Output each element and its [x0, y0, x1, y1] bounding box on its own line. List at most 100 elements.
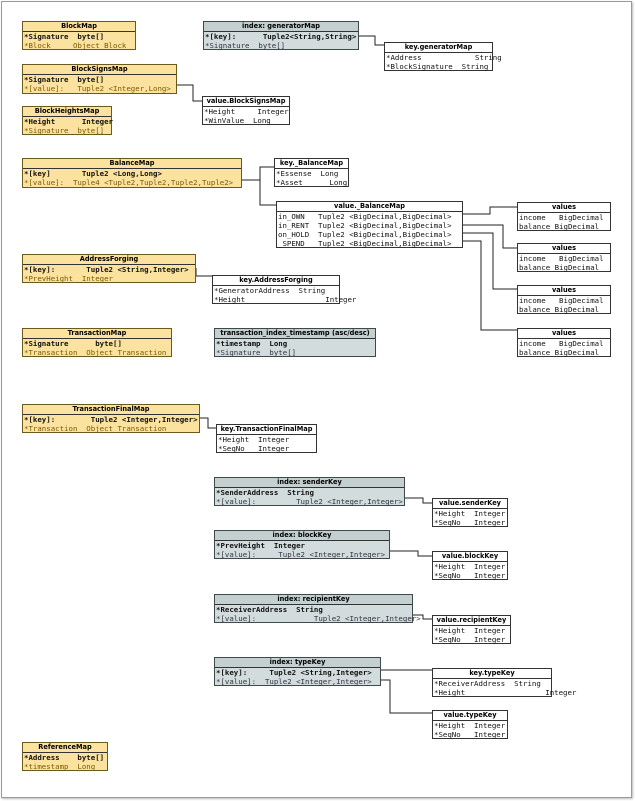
table-field: *Block Object Block: [24, 41, 127, 50]
transaction-index-timestamp-table: transaction_index_timestamp (asc/desc)*t…: [214, 328, 376, 357]
table-field: balance BigDecimal: [519, 348, 600, 357]
block-map-table: BlockMap*Signature byte[]*Block Object B…: [22, 21, 136, 50]
table-title: TransactionFinalMap: [23, 405, 199, 415]
table-field: *Height Integer: [204, 107, 289, 116]
table-field: *[value]: Tuple2 <Integer,Integer>: [216, 550, 386, 559]
key-address-forging-table: key.AddressForging*GeneratorAddress Stri…: [212, 275, 356, 304]
table-field: *timestamp Long: [24, 762, 96, 771]
index-type-key-table: index: typeKey*[key]: Tuple2 <String,Int…: [214, 657, 381, 686]
connector-balance-key: [242, 166, 274, 181]
table-field: *[key]: Tuple2 <String,Integer>: [24, 265, 189, 274]
table-field: *Signature byte[]: [205, 41, 286, 50]
key-type-key-table: key.typeKey*ReceiverAddress String*Heigh…: [432, 668, 577, 697]
table-field: *PrevHeight Integer: [24, 274, 113, 283]
table-title: value.senderKey: [433, 499, 507, 509]
table-title: index: recipientKey: [215, 595, 412, 605]
table-title: key.TransactionFinalMap: [217, 425, 316, 435]
table-title: index: generatorMap: [204, 22, 358, 32]
connector-blockkey: [390, 550, 432, 557]
table-title: values: [518, 244, 610, 254]
table-field: *Address String: [386, 53, 502, 62]
table-field: *[value]: Tuple2 <Integer,Integer>: [216, 677, 372, 686]
table-title: transaction_index_timestamp (asc/desc): [215, 329, 375, 339]
table-title: values: [518, 203, 610, 213]
table-field: *Height Integer: [434, 626, 506, 635]
index-sender-key-table: index: senderKey*SenderAddress String*[v…: [214, 477, 405, 506]
table-field: *Signature byte[]: [24, 126, 105, 135]
table-title: BlockSignsMap: [23, 65, 176, 75]
table-field: balance BigDecimal: [519, 305, 600, 314]
table-title: key.generatorMap: [385, 43, 492, 53]
value-block-key-table: value.blockKey*Height Integer*SeqNo Inte…: [432, 551, 508, 580]
connector-generator: [359, 35, 384, 46]
table-field: *Asset Long: [276, 178, 348, 187]
table-field: *[key]: Tuple2 <String,Integer>: [216, 668, 372, 677]
table-field: *Address byte[]: [24, 753, 105, 762]
table-field: *[value]: Tuple4 <Tuple2,Tuple2,Tuple2,T…: [24, 178, 234, 187]
table-field: *[value]: Tuple2 <Integer,Long>: [24, 84, 171, 93]
table-field: balance BigDecimal: [519, 222, 600, 231]
table-title: values: [518, 329, 610, 339]
table-field: *Height Integer: [24, 117, 113, 126]
table-field: *Height Integer: [434, 721, 506, 730]
table-field: *SeqNo Integer: [434, 635, 506, 644]
value-sender-key-table: value.senderKey*Height Integer*SeqNo Int…: [432, 498, 508, 527]
table-field: *ReceiverAddress String: [216, 605, 323, 614]
table-field: *Signature byte[]: [216, 348, 297, 357]
value-block-signs-map-table: value.BlockSignsMap*Height Integer*WinVa…: [202, 96, 290, 125]
table-field: _SPEND Tuple2 <BigDecimal,BigDecimal>: [278, 239, 452, 248]
table-field: *Signature byte[]: [24, 75, 105, 84]
block-signs-map-table: BlockSignsMap*Signature byte[]*[value]: …: [22, 64, 177, 94]
table-title: TransactionMap: [23, 329, 171, 339]
table-field: *Height Integer: [434, 509, 506, 518]
table-title: index: senderKey: [215, 478, 404, 488]
table-field: *[value]: Tuple2 <Integer,Integer>: [216, 497, 403, 506]
connector-finalmap: [200, 417, 216, 429]
table-title: key.AddressForging: [213, 276, 339, 286]
connector-balance-value: [259, 180, 276, 206]
table-field: income BigDecimal: [519, 254, 604, 263]
connector-recipientkey: [413, 614, 432, 620]
table-field: *SeqNo Integer: [434, 518, 506, 527]
table-field: *Height Integer: [434, 688, 577, 697]
index-block-key-table: index: blockKey*PrevHeight Integer*[valu…: [214, 530, 390, 559]
connector-values-1: [463, 206, 517, 215]
table-field: *Transaction Object Transaction: [24, 348, 167, 357]
table-field: income BigDecimal: [519, 339, 604, 348]
key-balance-map-table: key._BalanceMap*Essense Long*Asset Long: [274, 158, 349, 187]
connector-senderkey: [405, 497, 432, 504]
table-title: values: [518, 286, 610, 296]
reference-map-table: ReferenceMap*Address byte[]*timestamp Lo…: [22, 742, 108, 771]
table-field: *SeqNo Integer: [434, 571, 506, 580]
address-forging-table: AddressForging*[key]: Tuple2 <String,Int…: [22, 254, 196, 283]
table-title: BlockMap: [23, 22, 135, 32]
table-title: ReferenceMap: [23, 743, 107, 753]
table-title: value.recipientKey: [433, 616, 510, 626]
table-field: *GeneratorAddress String: [214, 286, 326, 295]
table-field: *ReceiverAddress String: [434, 679, 541, 688]
connector-values-2: [463, 224, 517, 249]
table-field: *Transaction Object Transaction: [24, 424, 167, 433]
transaction-map-table: TransactionMap*Signature byte[]*Transact…: [22, 328, 172, 357]
table-title: BlockHeightsMap: [23, 107, 111, 117]
table-field: *SeqNo Integer: [434, 730, 506, 739]
table-field: income BigDecimal: [519, 296, 604, 305]
table-field: *[key] Tuple2 <Long,Long>: [24, 169, 162, 178]
table-field: *[value]: Tuple2 <Integer,Integer>: [216, 614, 421, 623]
connector-values-4: [463, 240, 517, 331]
table-field: *Signature byte[]: [24, 32, 105, 41]
table-field: *Height Integer: [218, 435, 290, 444]
table-field: *Height Integer: [434, 562, 506, 571]
value-recipient-key-table: value.recipientKey*Height Integer*SeqNo …: [432, 615, 511, 644]
table-title: index: typeKey: [215, 658, 380, 668]
table-field: *Signature byte[]: [24, 339, 122, 348]
table-field: in_OWN Tuple2 <BigDecimal,BigDecimal>: [278, 212, 452, 221]
table-field: *PrevHeight Integer: [216, 541, 305, 550]
table-field: *SeqNo Integer: [218, 444, 290, 453]
